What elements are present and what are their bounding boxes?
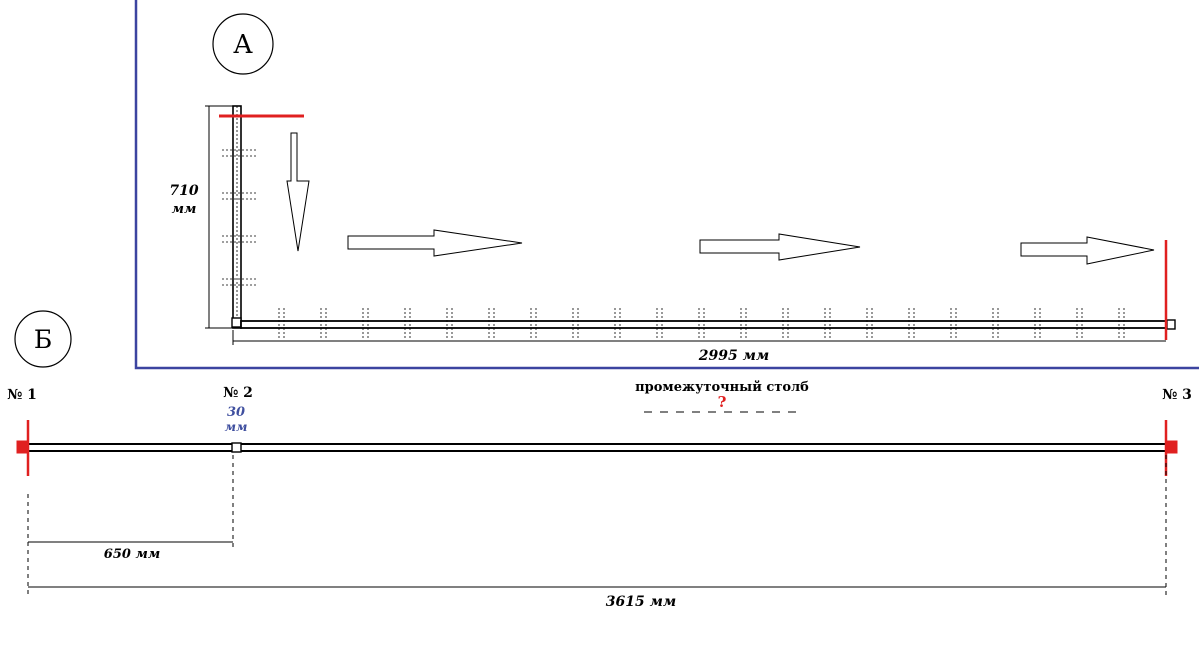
right-arrow-2 [699, 233, 861, 261]
post-3-label: № 3 [1162, 387, 1192, 403]
pipe-end-cap [1166, 319, 1176, 330]
main-rail [27, 443, 1167, 452]
offset-label: 650 мм [104, 547, 160, 562]
panel-b: Б № 1 № 2 № 3 30 мм промежуточный столб … [7, 310, 1192, 610]
panel-a: А 710 мм [134, 0, 1199, 370]
horizontal-pipe-marks [278, 308, 1125, 338]
panel-a-circle [212, 13, 274, 75]
vertical-pipe-marks [222, 149, 256, 286]
post-2-label: № 2 [223, 385, 253, 401]
intermediate-post-label: промежуточный столб [635, 380, 809, 395]
down-arrow [286, 132, 310, 252]
post-2-square [231, 442, 242, 453]
panel-a-frame [134, 0, 1199, 370]
height-unit: мм [172, 202, 197, 217]
post-3-square [1166, 440, 1178, 454]
question-mark: ? [718, 393, 727, 411]
post-1-square [16, 440, 29, 454]
panel-b-label: Б [34, 325, 52, 354]
post-2-size-unit: мм [225, 420, 248, 434]
width-label: 2995 мм [698, 348, 769, 364]
panel-a-label: А [233, 30, 253, 60]
corner-joint [231, 317, 242, 328]
post-2-size-value: 30 [227, 405, 245, 420]
right-arrow-1 [347, 229, 523, 257]
height-value: 710 [169, 183, 198, 199]
post-1-label: № 1 [7, 387, 37, 403]
panel-b-circle [14, 310, 72, 368]
total-label: 3615 мм [606, 594, 676, 610]
horizontal-pipe [240, 320, 1170, 329]
right-arrow-3 [1020, 236, 1155, 265]
